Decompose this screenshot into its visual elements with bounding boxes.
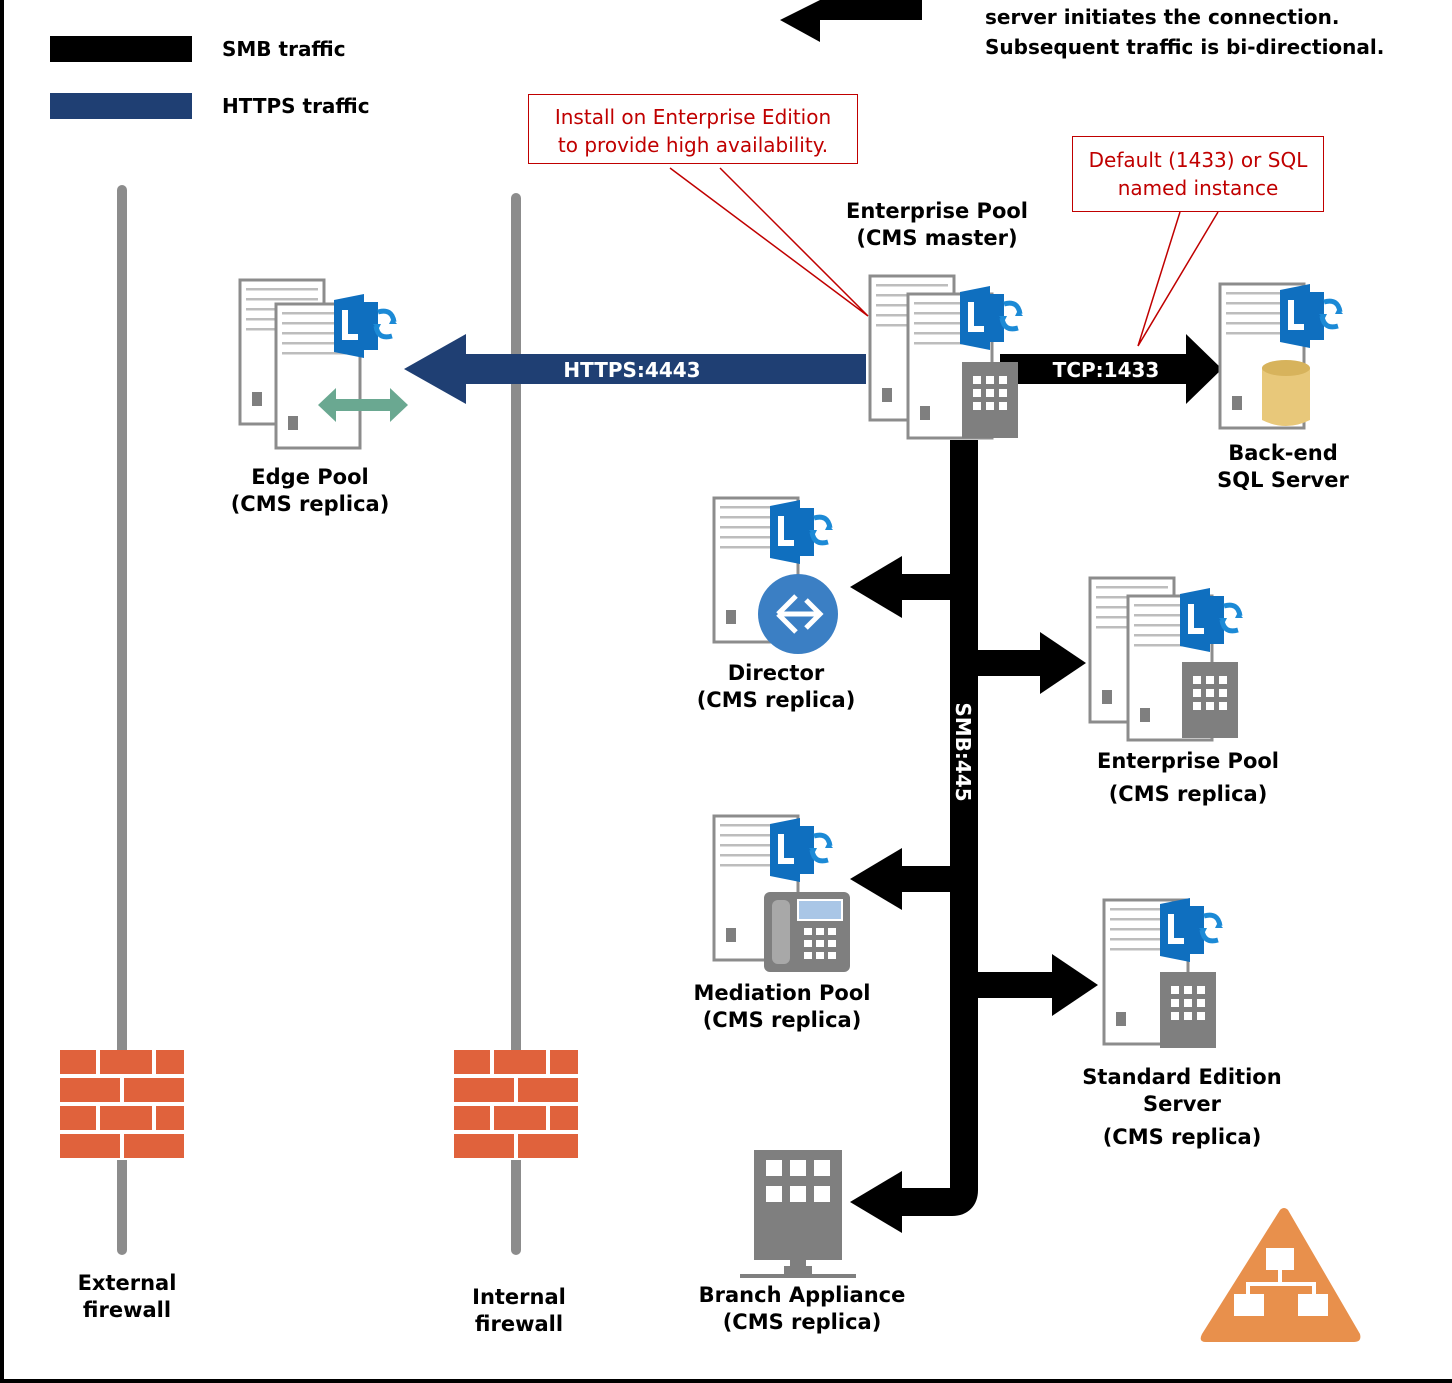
director-label: Director (CMS replica) [676, 660, 876, 714]
label-line: Mediation Pool [693, 981, 871, 1005]
label-line: Director [727, 661, 825, 685]
https-legend-swatch [50, 93, 192, 119]
lync-icon [770, 500, 833, 564]
edge-icon [318, 388, 408, 422]
label-line: Standard Edition [1082, 1065, 1282, 1089]
standard-edition-node [1102, 898, 1223, 1048]
firewall-icon [454, 1050, 578, 1160]
label-line: Branch Appliance [698, 1283, 906, 1307]
legend-note-line-1: server initiates the connection. [985, 5, 1340, 29]
edge-pool-label: Edge Pool (CMS replica) [210, 464, 410, 518]
label-line: firewall [474, 1312, 564, 1336]
label-line: SQL Server [1217, 468, 1349, 492]
backend-sql-node [1218, 284, 1343, 430]
building-icon [962, 362, 1018, 438]
backend-sql-label: Back-end SQL Server [1208, 440, 1358, 494]
smb-legend-label: SMB traffic [222, 37, 346, 61]
label-line: (CMS replica) [1102, 1125, 1262, 1149]
callout-line-1: Default (1433) or SQL [1088, 148, 1308, 172]
label-line: Edge Pool [251, 465, 369, 489]
firewall-icon [60, 1050, 184, 1160]
label-line: (CMS replica) [230, 492, 390, 516]
lync-icon [1160, 898, 1223, 962]
topology-icon [1200, 1208, 1361, 1342]
label-line: Internal [472, 1285, 566, 1309]
branch-appliance-node [740, 1150, 856, 1278]
label-line: Enterprise Pool [1096, 749, 1280, 773]
direction-legend-arrow [780, 0, 922, 42]
database-icon [1262, 360, 1310, 426]
director-icon [758, 574, 838, 654]
tcp-arrow: TCP:1433 [1000, 334, 1222, 404]
director-node [712, 496, 838, 654]
label-line: (CMS master) [856, 226, 1018, 250]
smb-legend-swatch [50, 36, 192, 62]
https-label: HTTPS:4443 [563, 358, 700, 382]
label-line: (CMS replica) [1108, 782, 1268, 806]
internal-firewall-label: Internal firewall [444, 1284, 594, 1338]
mediation-pool-node [712, 814, 850, 972]
enterprise-replica-label: Enterprise Pool (CMS replica) [1088, 748, 1288, 808]
smb-label: SMB:445 [951, 702, 975, 801]
legend-note: server initiates the connection. Subsequ… [985, 2, 1384, 62]
standard-edition-label: Standard Edition Server (CMS replica) [1072, 1064, 1292, 1151]
phone-icon [764, 892, 850, 972]
callout-pointer-sql [1137, 211, 1219, 347]
label-line: firewall [82, 1298, 172, 1322]
smb-bus: SMB:445 [850, 440, 1098, 1233]
sql-instance-callout: Default (1433) or SQL named instance [1072, 136, 1324, 212]
label-line: (CMS replica) [702, 1008, 862, 1032]
edge-pool-node [238, 278, 408, 450]
lync-icon [770, 818, 833, 882]
label-line: External [77, 1271, 177, 1295]
lync-icon [334, 294, 397, 358]
tcp-label: TCP:1433 [1053, 358, 1160, 382]
legend-note-line-2: Subsequent traffic is bi-directional. [985, 35, 1385, 59]
building-icon [1182, 662, 1238, 738]
lync-icon [1180, 588, 1243, 652]
label-line: (CMS replica) [696, 688, 856, 712]
label-line: Server [1142, 1092, 1221, 1116]
callout-pointer-enterprise [669, 167, 869, 317]
enterprise-edition-callout: Install on Enterprise Edition to provide… [528, 94, 858, 164]
lync-icon [960, 286, 1023, 350]
label-line: Enterprise Pool [845, 199, 1029, 223]
https-arrow: HTTPS:4443 [404, 334, 866, 404]
label-line: (CMS replica) [722, 1310, 882, 1334]
callout-line-2: named instance [1117, 176, 1279, 200]
building-icon [1160, 972, 1216, 1048]
https-legend-label: HTTPS traffic [222, 94, 370, 118]
enterprise-master-label: Enterprise Pool (CMS master) [842, 198, 1032, 252]
enterprise-replica-node [1088, 576, 1243, 742]
branch-appliance-label: Branch Appliance (CMS replica) [692, 1282, 912, 1336]
mediation-pool-label: Mediation Pool (CMS replica) [682, 980, 882, 1034]
callout-line-2: to provide high availability. [557, 133, 829, 157]
label-line: Back-end [1228, 441, 1338, 465]
lync-icon [1280, 284, 1343, 348]
external-firewall-label: External firewall [52, 1270, 202, 1324]
callout-line-1: Install on Enterprise Edition [554, 105, 832, 129]
